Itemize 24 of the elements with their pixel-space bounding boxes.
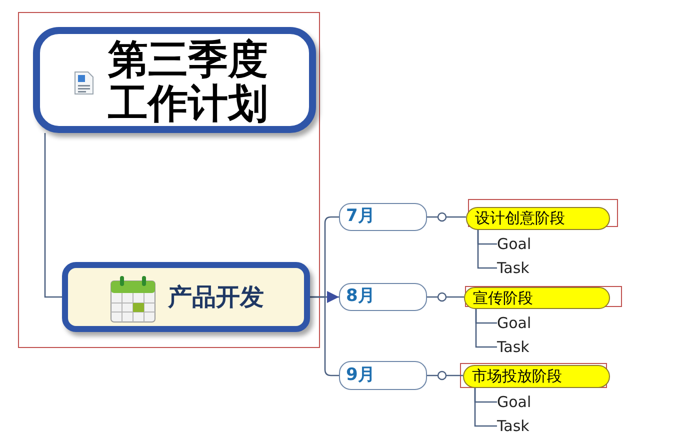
connector-line — [427, 370, 463, 380]
title-box — [33, 27, 316, 133]
title-text: 第三季度工作计划 — [108, 38, 269, 126]
branch-label: Task — [497, 259, 537, 277]
phase-box: 市场投放阶段 — [463, 365, 610, 388]
phase-box: 设计创意阶段 — [466, 207, 610, 230]
branch-label: Task — [497, 338, 537, 356]
topic-box — [62, 262, 310, 332]
month-box: 7月 — [339, 203, 427, 231]
connector-line — [475, 309, 497, 348]
branch-label: Goal — [497, 393, 537, 411]
branch-label: Task — [497, 417, 537, 435]
connector-line — [474, 388, 497, 427]
branch-label: Goal — [497, 235, 537, 253]
connector-line — [44, 133, 62, 298]
branch-label: Goal — [497, 314, 537, 332]
phase-box: 宣传阶段 — [464, 287, 610, 309]
month-box: 8月 — [339, 283, 427, 311]
connector-line — [427, 292, 464, 302]
topic-text: 产品开发 — [168, 283, 264, 311]
month-box: 9月 — [339, 361, 427, 390]
connector-line — [477, 230, 497, 269]
connector-line — [427, 212, 466, 222]
connector-line — [310, 296, 339, 376]
